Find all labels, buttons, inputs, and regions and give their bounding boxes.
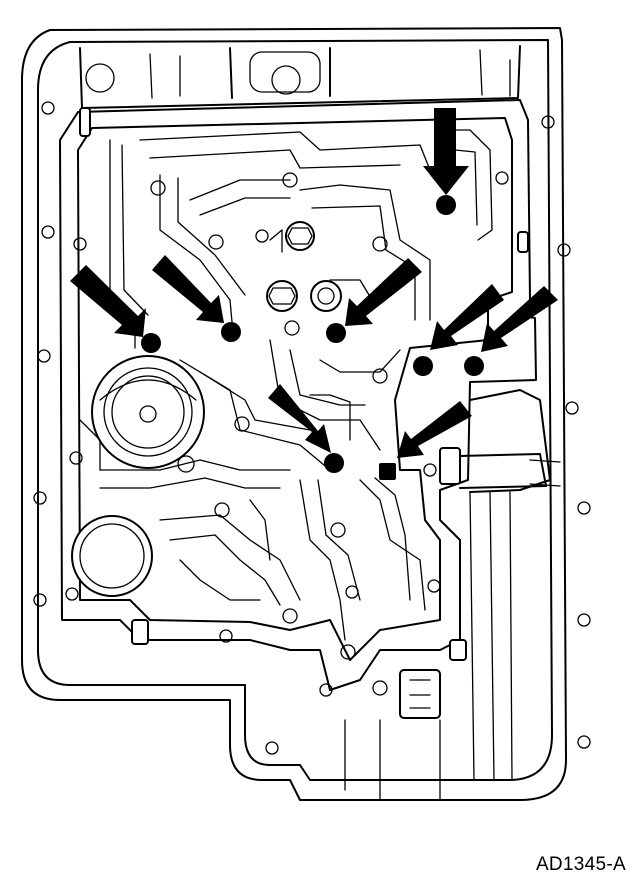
check-ball-4 (436, 195, 456, 215)
fluid-passages (79, 129, 493, 641)
arrow-pointer-7 (268, 384, 331, 453)
check-ball-1 (141, 333, 161, 353)
arrow-pointer-8 (397, 401, 472, 458)
check-ball-6 (464, 356, 484, 376)
pointer-arrows (70, 108, 558, 458)
arrow-pointer-2 (152, 255, 224, 323)
case-outline (21, 27, 567, 801)
arrow-pointer-5 (430, 284, 504, 350)
arrow-pointer-3 (345, 258, 422, 326)
check-ball-2 (221, 322, 241, 342)
figure-code: AD1345-A (535, 854, 626, 875)
check-ball-7 (324, 453, 344, 473)
check-balls (141, 195, 484, 480)
valve-body-holes (65, 171, 509, 697)
check-ball-5 (413, 356, 433, 376)
check-ball-8 (379, 463, 396, 480)
servo-piston (71, 355, 205, 597)
case-bolt-holes (33, 101, 591, 755)
arrow-pointer-1 (70, 265, 146, 337)
arrow-pointer-4 (423, 108, 469, 195)
manual-shaft (79, 107, 561, 801)
bolt-heads (266, 221, 342, 312)
arrow-pointer-6 (481, 286, 558, 352)
check-ball-3 (326, 323, 346, 343)
